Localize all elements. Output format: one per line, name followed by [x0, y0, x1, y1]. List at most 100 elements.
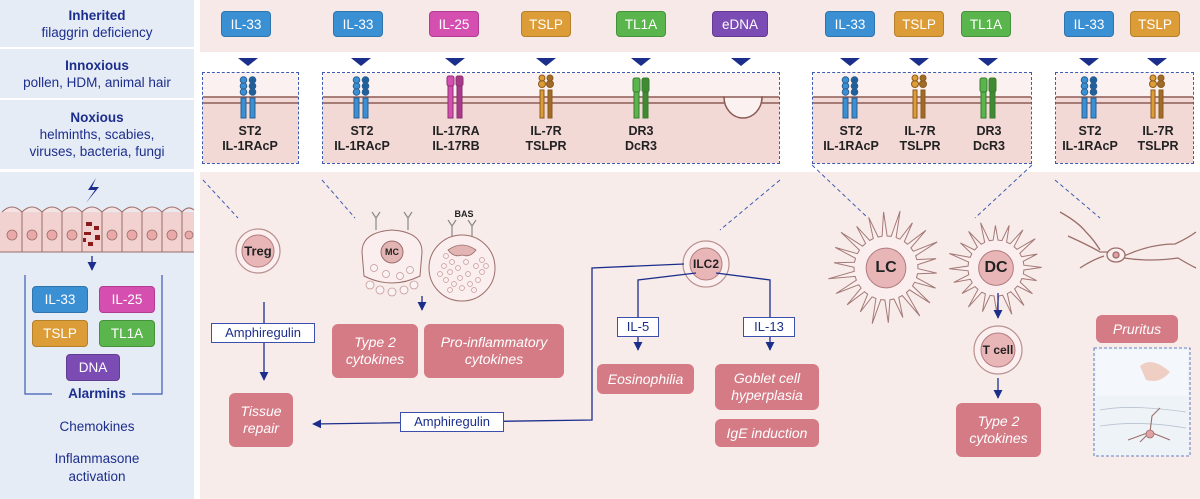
treg-cell	[235, 228, 281, 274]
receptor-label-g4-st2-b: IL-1RAcP	[1062, 139, 1118, 153]
treg-label: Treg	[244, 243, 272, 259]
trigger-noxious: Noxious helminths, scabies, viruses, bac…	[0, 100, 194, 170]
il5-label: IL-5	[617, 317, 659, 337]
outcome-pruritus: Pruritus	[1096, 315, 1178, 343]
alarmin-dna: DNA	[66, 354, 120, 381]
outcome-goblet-line1: Goblet cell	[733, 370, 801, 386]
ligand-il33-g4: IL-33	[1064, 11, 1114, 37]
chemokines-label: Chemokines	[59, 419, 135, 434]
receptor-label-g2-st2: ST2 IL-1RAcP	[334, 124, 390, 154]
receptor-label-g2-dr3: DR3 DcR3	[625, 124, 657, 154]
receptor-label-g1-st2-b: IL-1RAcP	[222, 139, 278, 153]
receptor-label-g2-st2-b: IL-1RAcP	[334, 139, 390, 153]
receptor-label-g2-il17r-a: IL-17RA	[432, 124, 480, 138]
outcome-proinflammatory-line1: Pro-inflammatory	[440, 334, 548, 350]
trigger-innoxious: Innoxious pollen, HDM, animal hair	[0, 49, 194, 99]
receptor-label-g1-st2: ST2 IL-1RAcP	[222, 124, 278, 154]
receptor-il17r-glyph	[446, 75, 464, 119]
receptor-label-g3-st2-b: IL-1RAcP	[823, 139, 879, 153]
trigger-noxious-line1: helminths, scabies,	[39, 127, 155, 142]
mc-label: MC	[385, 247, 399, 257]
outcome-type2-tcell-line2: cytokines	[969, 430, 1028, 446]
tcell-label: T cell	[982, 343, 1014, 357]
outcome-type2-tcell-line1: Type 2	[977, 413, 1020, 429]
inflammasone-label-line1: Inflammasone	[54, 451, 140, 466]
amphiregulin-ilc2-label: Amphiregulin	[400, 412, 504, 432]
trigger-inherited: Inherited filaggrin deficiency	[0, 0, 194, 48]
ligand-il33-g3: IL-33	[825, 11, 875, 37]
receptor-il7r-glyphs	[538, 74, 1165, 119]
dendritic-nucleus	[978, 250, 1014, 286]
receptor-label-g4-st2-a: ST2	[1078, 124, 1102, 138]
alarmins-bracket	[24, 275, 163, 395]
alarmin-tl1a: TL1A	[99, 320, 155, 347]
receptor-panel-lc-dc	[812, 72, 1032, 164]
receptor-label-g2-il7r-a: IL-7R	[530, 124, 562, 138]
il13-label: IL-13	[743, 317, 795, 337]
receptor-label-g3-dr3-b: DcR3	[973, 139, 1005, 153]
amphiregulin-treg-label: Amphiregulin	[211, 323, 315, 343]
receptor-panel-ilc2	[322, 72, 780, 164]
ligand-tslp-g4: TSLP	[1130, 11, 1180, 37]
receptor-label-g2-il17r-b: IL-17RB	[432, 139, 480, 153]
receptor-label-g4-il7r: IL-7R TSLPR	[1138, 124, 1179, 154]
receptor-label-g4-il7r-a: IL-7R	[1142, 124, 1174, 138]
outcome-type2-tcell: Type 2 cytokines	[956, 403, 1041, 457]
outcome-proinflammatory: Pro-inflammatory cytokines	[424, 324, 564, 378]
ligand-tl1a-g3: TL1A	[961, 11, 1011, 37]
ilc2-cell	[682, 240, 730, 288]
receptor-label-g4-st2: ST2 IL-1RAcP	[1062, 124, 1118, 154]
basophil-cell	[428, 219, 496, 302]
outcome-proinflammatory-line2: cytokines	[464, 351, 524, 367]
alarmin-il33: IL-33	[32, 286, 88, 313]
trigger-noxious-title: Noxious	[70, 110, 124, 125]
ligand-il33-g1: IL-33	[221, 11, 271, 37]
receptor-panel-treg	[202, 72, 299, 164]
receptor-label-g3-il7r: IL-7R TSLPR	[900, 124, 941, 154]
ligand-il25-g2: IL-25	[429, 11, 479, 37]
receptor-panel-neuron	[1055, 72, 1194, 164]
outcome-tissue-repair-line1: Tissue	[240, 403, 282, 419]
receptor-label-g3-il7r-b: TSLPR	[899, 139, 941, 153]
receptor-label-g3-st2-a: ST2	[839, 124, 863, 138]
receptor-label-g3-il7r-a: IL-7R	[904, 124, 936, 138]
trigger-inherited-title: Inherited	[68, 8, 126, 23]
trigger-noxious-line2: viruses, bacteria, fungi	[29, 144, 165, 159]
membrane-neuron	[1056, 73, 1193, 163]
receptor-label-g3-dr3: DR3 DcR3	[973, 124, 1005, 154]
receptor-label-g2-dr3-b: DcR3	[625, 139, 657, 153]
ligand-tslp-g2: TSLP	[521, 11, 571, 37]
zoom-lines	[202, 164, 1101, 231]
receptor-label-g2-dr3-a: DR3	[628, 124, 654, 138]
receptor-label-g3-dr3-a: DR3	[976, 124, 1002, 138]
trigger-inherited-text: filaggrin deficiency	[41, 25, 153, 40]
ligand-il33-g2: IL-33	[333, 11, 383, 37]
receptor-label-g2-st2-a: ST2	[350, 124, 374, 138]
pruritus-illustration	[1093, 347, 1191, 457]
alarmin-il25: IL-25	[99, 286, 155, 313]
ilc2-label: ILC2	[692, 257, 720, 271]
epidermis-illustration	[0, 178, 195, 271]
receptor-label-g2-il7r: IL-7R TSLPR	[526, 124, 567, 154]
outcome-tissue-repair-line2: repair	[243, 420, 279, 436]
outcome-goblet-line2: hyperplasia	[731, 387, 803, 403]
bas-label: BAS	[454, 209, 474, 219]
outcome-ige: IgE induction	[715, 419, 819, 447]
outcome-type2-mast-line1: Type 2	[354, 334, 396, 350]
outcome-goblet: Goblet cell hyperplasia	[715, 364, 819, 410]
receptor-st2-glyphs	[239, 76, 1098, 119]
receptor-label-g4-il7r-b: TSLPR	[1137, 139, 1179, 153]
ligand-edna-g2: eDNA	[712, 11, 768, 37]
dc-cell	[949, 222, 1042, 315]
alarmins-label: Alarmins	[68, 386, 126, 401]
ligand-tslp-g3: TSLP	[894, 11, 944, 37]
ligand-arrow-heads	[238, 58, 1167, 66]
outcome-eosinophilia: Eosinophilia	[597, 364, 694, 394]
trigger-innoxious-title: Innoxious	[65, 58, 129, 73]
inflammasone-label-line2: activation	[68, 469, 126, 484]
receptor-label-g2-il17r: IL-17RA IL-17RB	[432, 124, 479, 154]
ligand-tl1a-g2: TL1A	[616, 11, 666, 37]
lc-label: LC	[875, 259, 897, 276]
